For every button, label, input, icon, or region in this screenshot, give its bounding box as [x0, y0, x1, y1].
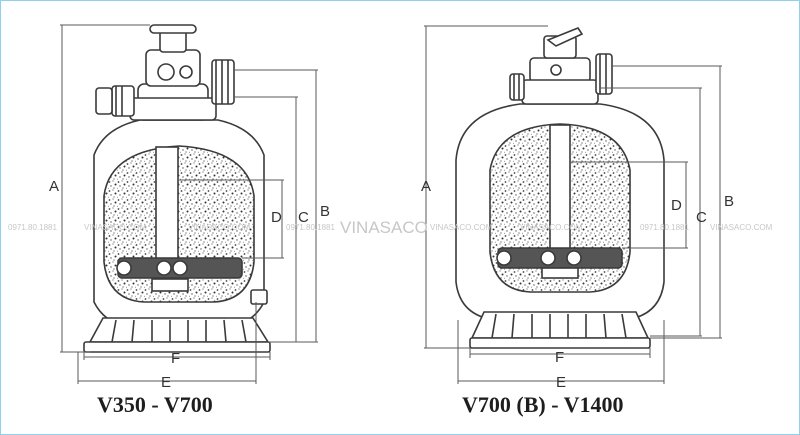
right-center-pipe [549, 124, 571, 256]
left-dim-a-label: A [49, 178, 59, 195]
watermark-site-mid-2: VINASACO.COM [430, 223, 493, 232]
left-model-caption: V350 - V700 [97, 392, 213, 417]
right-dimensions [424, 25, 722, 384]
watermark-site-mid-3: VINASACO.COM [520, 223, 583, 232]
watermark-brand: VINASACO [340, 218, 428, 237]
left-dim-d-label: D [271, 209, 282, 226]
right-filter [455, 27, 665, 349]
watermark-site-mid-1: VINASACO.COM [188, 223, 251, 232]
left-drain-plug [250, 289, 268, 305]
left-center-pipe [155, 146, 179, 268]
watermark-phone-right: 0971.80.1881 [640, 223, 689, 232]
left-dim-b-label: B [320, 203, 330, 220]
right-dim-a-label: A [421, 178, 431, 195]
watermark-phone-left: 0971.80.1881 [8, 223, 57, 232]
watermark-phone-mid: 0971.80.1881 [286, 223, 335, 232]
right-multiport-valve [509, 27, 613, 105]
right-model-caption: V700 (B) - V1400 [462, 392, 624, 417]
right-dim-b-label: B [724, 193, 734, 210]
left-dim-c-label: C [298, 209, 309, 226]
right-collector [497, 247, 623, 269]
watermark-site-left: VINASACO.COM [84, 223, 147, 232]
left-base-stand [88, 317, 270, 343]
right-dim-d-label: D [671, 197, 682, 214]
left-multiport-valve [95, 24, 235, 121]
right-dim-f-label: F [555, 349, 564, 366]
left-dim-e-label: E [161, 374, 171, 391]
right-dim-c-label: C [696, 209, 707, 226]
left-filter [83, 24, 271, 353]
left-dimensions [60, 24, 318, 384]
right-dim-e-label: E [556, 374, 566, 391]
left-dim-f-label: F [171, 350, 180, 367]
watermark-band: 0971.80.1881 VINASACO.COM VINASACO.COM 0… [8, 218, 773, 237]
watermark-site-right: VINASACO.COM [710, 223, 773, 232]
